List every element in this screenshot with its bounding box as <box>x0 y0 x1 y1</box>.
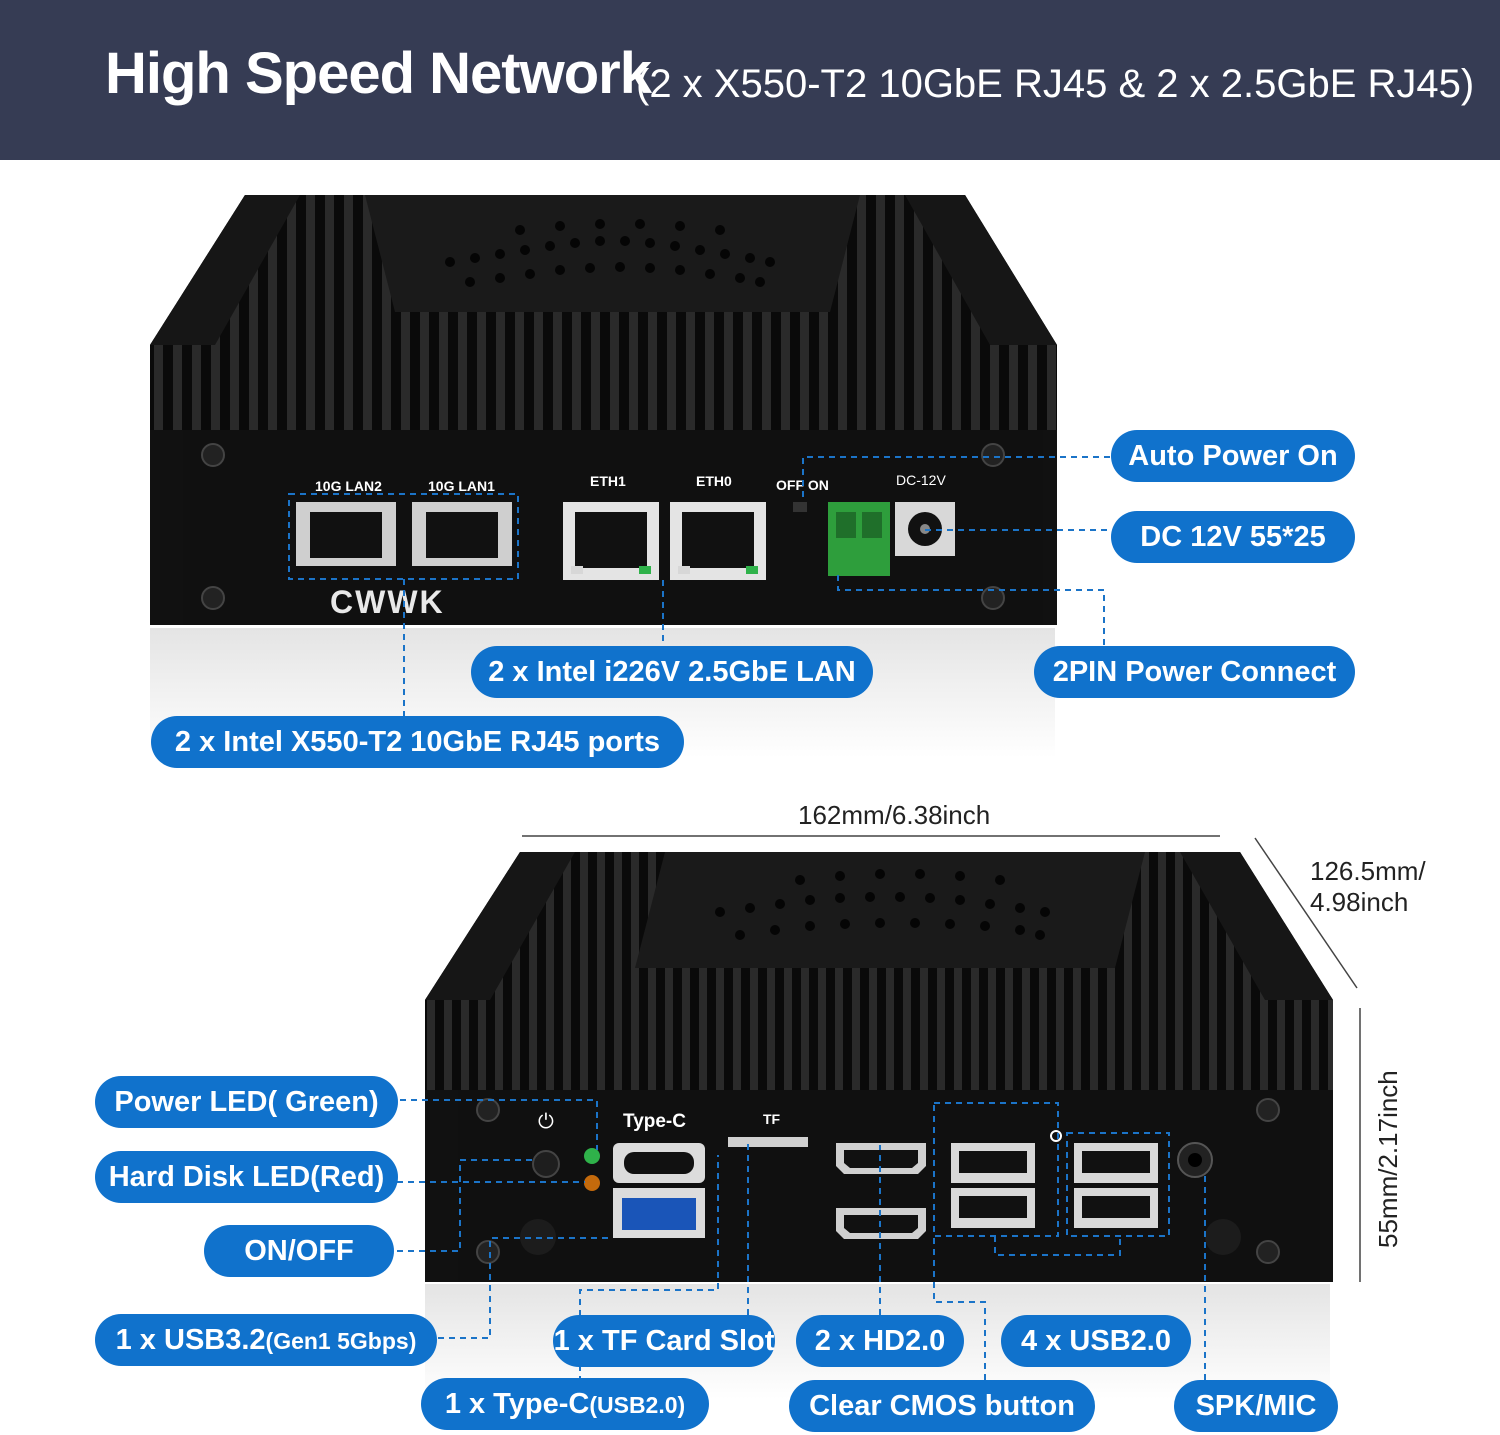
label-eth1: ETH1 <box>590 473 626 489</box>
port-usb32 <box>613 1188 705 1238</box>
antenna-right <box>1205 1219 1241 1255</box>
label-10g-lan1: 10G LAN1 <box>428 478 495 494</box>
callout-usb32: 1 x USB3.2(Gen1 5Gbps) <box>95 1314 437 1366</box>
port-type-c <box>613 1143 705 1183</box>
callout-on-off: ON/OFF <box>204 1225 394 1277</box>
page-subtitle: (2 x X550-T2 10GbE RJ45 & 2 x 2.5GbE RJ4… <box>636 62 1475 106</box>
port-usb20-group-a <box>951 1143 1035 1228</box>
dimension-width: 162mm/6.38inch <box>798 800 991 830</box>
dimension-depth-line2: 4.98inch <box>1310 887 1409 917</box>
leader-lines-bottom <box>397 1099 1206 1382</box>
hdd-led <box>584 1175 600 1191</box>
vent-holes-front <box>715 869 1050 940</box>
callout-intel-x550: 2 x Intel X550-T2 10GbE RJ45 ports <box>151 716 684 768</box>
callout-auto-power-on: Auto Power On <box>1111 430 1355 482</box>
audio-jack <box>1177 1142 1213 1178</box>
callout-usb32-main: 1 x USB3.2 <box>115 1324 266 1356</box>
vent-holes <box>445 219 775 287</box>
callout-hd20: 2 x HD2.0 <box>796 1315 964 1367</box>
callout-usb20: 4 x USB2.0 <box>1001 1315 1191 1367</box>
dimension-height: 55mm/2.17inch <box>1373 1070 1403 1248</box>
page-title: High Speed Network <box>105 41 652 106</box>
green-2pin-connector <box>828 502 890 576</box>
callout-intel-i226v: 2 x Intel i226V 2.5GbE LAN <box>471 646 873 698</box>
dimension-depth-line1: 126.5mm/ <box>1310 856 1426 886</box>
port-10g-lan1 <box>412 502 512 566</box>
power-button <box>532 1150 560 1178</box>
callout-type-c-main: 1 x Type-C <box>444 1388 590 1420</box>
label-type-c: Type-C <box>623 1111 686 1132</box>
callout-type-c: 1 x Type-C(USB2.0) <box>421 1378 709 1430</box>
callout-usb32-sub: (Gen1 5Gbps) <box>265 1328 417 1354</box>
power-symbol-icon: ⏻ <box>538 1109 554 1133</box>
callout-clear-cmos: Clear CMOS button <box>789 1380 1095 1432</box>
header-banner: High Speed Network (2 x X550-T2 10GbE RJ… <box>0 0 1500 160</box>
cmos-button <box>1050 1130 1062 1142</box>
brand-logo: CWWK <box>330 584 445 620</box>
label-eth0: ETH0 <box>696 473 732 489</box>
label-tf: TF <box>763 1111 781 1127</box>
callout-power-led: Power LED( Green) <box>95 1076 398 1128</box>
leader-lines-top <box>288 456 1112 716</box>
label-dc: DC-12V <box>896 472 946 488</box>
port-usb20-group-b <box>1074 1143 1158 1228</box>
port-eth0 <box>670 502 766 580</box>
power-led <box>584 1148 600 1164</box>
port-10g-lan2 <box>296 502 396 566</box>
power-switch <box>793 502 807 512</box>
label-10g-lan2: 10G LAN2 <box>315 478 382 494</box>
tf-slot <box>728 1137 808 1147</box>
port-eth1 <box>563 502 659 580</box>
callout-tf-slot: 1 x TF Card Slot <box>553 1315 775 1367</box>
callout-type-c-sub: (USB2.0) <box>589 1392 686 1418</box>
callout-spk-mic: SPK/MIC <box>1174 1380 1338 1432</box>
callout-hdd-led: Hard Disk LED(Red) <box>95 1151 398 1203</box>
callout-dc-12v: DC 12V 55*25 <box>1111 511 1355 563</box>
callout-2pin-power: 2PIN Power Connect <box>1034 646 1355 698</box>
